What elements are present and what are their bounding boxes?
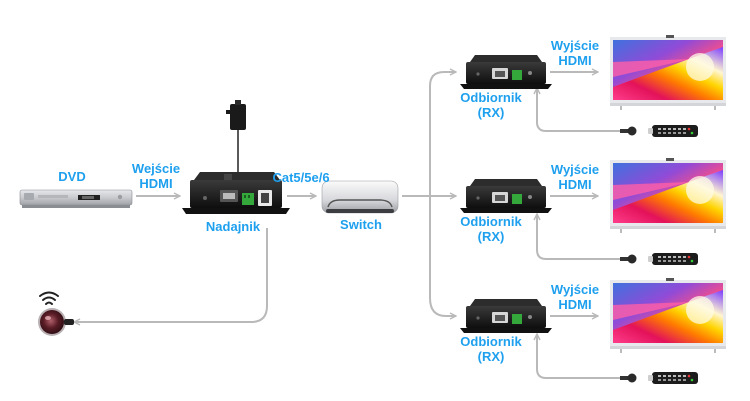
network-switch-icon [321,180,399,214]
hdmi-input-label-line1: Wejście [131,161,181,176]
transmitter-label: Nadajnik [205,219,261,234]
wireless-signal-icon [39,291,59,305]
hdmi-output-label-line1: Wyjście [550,282,600,297]
remote-control-icon [648,125,698,137]
receiver-label: Odbiornik(RX) [458,334,524,364]
power-adapter-icon [226,100,246,130]
receiver-device-icon [460,299,552,333]
switch-label: Switch [340,217,382,232]
receiver-label-line2: (RX) [477,229,505,244]
hdmi-output-label-line2: HDMI [558,53,592,68]
tv-icon [610,158,726,233]
hdmi-input-label: Wejście HDMI [126,161,186,191]
receiver-label-line1: Odbiornik [460,214,522,229]
tv-icon [610,278,726,353]
remote-control-icon [648,372,698,384]
connectors [74,71,622,379]
receiver-device-icon [460,55,552,89]
ir-receiver-icon [620,126,637,136]
hdmi-output-label-line2: HDMI [558,177,592,192]
receiver-label-line1: Odbiornik [460,90,522,105]
transmitter-device-icon [182,172,290,214]
hdmi-output-label-line1: Wyjście [550,38,600,53]
receiver-label-line2: (RX) [477,105,505,120]
receiver-label: Odbiornik(RX) [458,214,524,244]
receiver-label-line2: (RX) [477,349,505,364]
transmitter-to-ir-line [74,228,268,322]
tv-icon [610,35,726,110]
hdmi-input-label-line2: HDMI [139,176,173,191]
receiver-label: Odbiornik(RX) [458,90,524,120]
dvd-player-icon [19,189,133,208]
hdmi-output-label-line1: Wyjście [550,162,600,177]
receiver-device-icon [460,179,552,213]
remote-control-icon [648,253,698,265]
receivers [460,35,726,384]
distribution-bus-line [429,71,454,317]
ir-receiver-icon [620,373,637,383]
rx2-ir-return-line [537,214,622,260]
ir-receiver-icon [620,254,637,264]
rx1-ir-return-line [537,88,622,132]
rx3-ir-return-line [537,334,622,379]
receiver-label-line1: Odbiornik [460,334,522,349]
cable-type-label: Cat5/5e/6 [272,170,330,185]
ir-emitter-icon [38,308,74,336]
hdmi-output-label-line2: HDMI [558,297,592,312]
dvd-label: DVD [58,169,86,184]
